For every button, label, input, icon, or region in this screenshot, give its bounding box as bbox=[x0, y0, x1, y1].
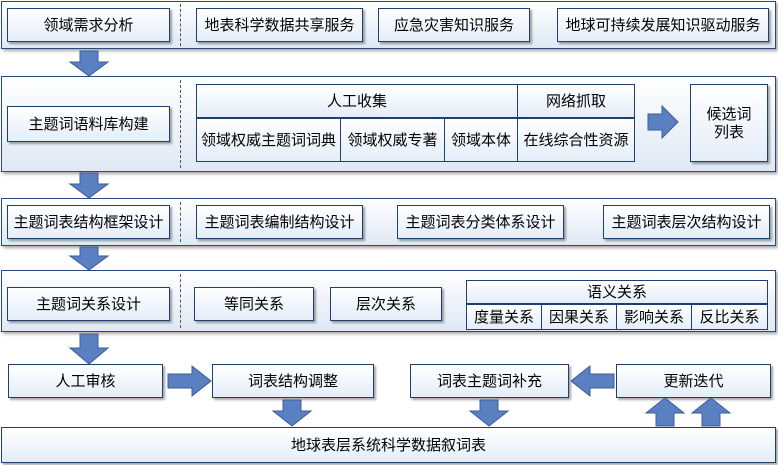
influence-relation-cell: 影响关系 bbox=[616, 304, 692, 330]
authority-thesaurus-cell: 领域权威主题词词典 bbox=[196, 118, 341, 162]
down-arrow-1 bbox=[68, 50, 110, 77]
sustainability-knowledge-box: 地球可持续发展知识驱动服务 bbox=[557, 8, 769, 42]
row3-divider bbox=[180, 202, 181, 242]
framework-design-box: 主题词表结构框架设计 bbox=[7, 205, 170, 239]
left-arrow-supplement bbox=[570, 364, 615, 398]
inverse-relation-cell: 反比关系 bbox=[691, 304, 768, 330]
classification-system-box: 主题词表分类体系设计 bbox=[397, 205, 564, 239]
update-iteration-box: 更新迭代 bbox=[616, 364, 771, 398]
hierarchical-relation-box: 层次关系 bbox=[330, 287, 442, 321]
structure-adjust-box: 词表结构调整 bbox=[212, 364, 374, 398]
down-arrow-3 bbox=[68, 246, 110, 271]
right-arrow-candidate bbox=[647, 104, 679, 140]
row1-divider bbox=[180, 4, 181, 46]
down-arrow-supplement-output bbox=[468, 399, 510, 427]
causal-relation-cell: 因果关系 bbox=[541, 304, 617, 330]
domain-analysis-box: 领域需求分析 bbox=[7, 8, 170, 42]
down-arrow-2 bbox=[68, 172, 110, 199]
authority-monographs-cell: 领域权威专著 bbox=[340, 118, 445, 162]
output-thesaurus-box: 地球表层系统科学数据叙词表 bbox=[1, 427, 776, 463]
compilation-structure-box: 主题词表编制结构设计 bbox=[196, 205, 363, 239]
down-arrow-adjust-output bbox=[271, 399, 313, 427]
semantic-relation-header: 语义关系 bbox=[466, 280, 768, 304]
term-supplement-box: 词表主题词补充 bbox=[410, 364, 569, 398]
web-crawl-header: 网络抓取 bbox=[517, 84, 635, 118]
hierarchy-structure-box: 主题词表层次结构设计 bbox=[603, 205, 770, 239]
measure-relation-cell: 度量关系 bbox=[466, 304, 542, 330]
disaster-knowledge-box: 应急灾害知识服务 bbox=[378, 8, 530, 42]
down-arrow-4 bbox=[68, 333, 110, 365]
equivalence-relation-box: 等同关系 bbox=[194, 287, 314, 321]
manual-review-box: 人工审核 bbox=[8, 364, 163, 398]
corpus-construction-box: 主题词语料库构建 bbox=[7, 106, 170, 142]
right-arrow-adjust bbox=[167, 364, 212, 398]
relation-design-box: 主题词关系设计 bbox=[7, 287, 170, 321]
candidate-list-box: 候选词列表 bbox=[690, 84, 768, 162]
row4-divider bbox=[180, 274, 181, 328]
row2-divider bbox=[180, 80, 181, 168]
up-arrow-update-1 bbox=[644, 397, 686, 427]
domain-ontology-cell: 领域本体 bbox=[444, 118, 518, 162]
up-arrow-update-2 bbox=[690, 397, 732, 427]
online-resources-cell: 在线综合性资源 bbox=[517, 118, 635, 162]
geo-data-sharing-box: 地表科学数据共享服务 bbox=[196, 8, 363, 42]
manual-collection-header: 人工收集 bbox=[196, 84, 518, 118]
